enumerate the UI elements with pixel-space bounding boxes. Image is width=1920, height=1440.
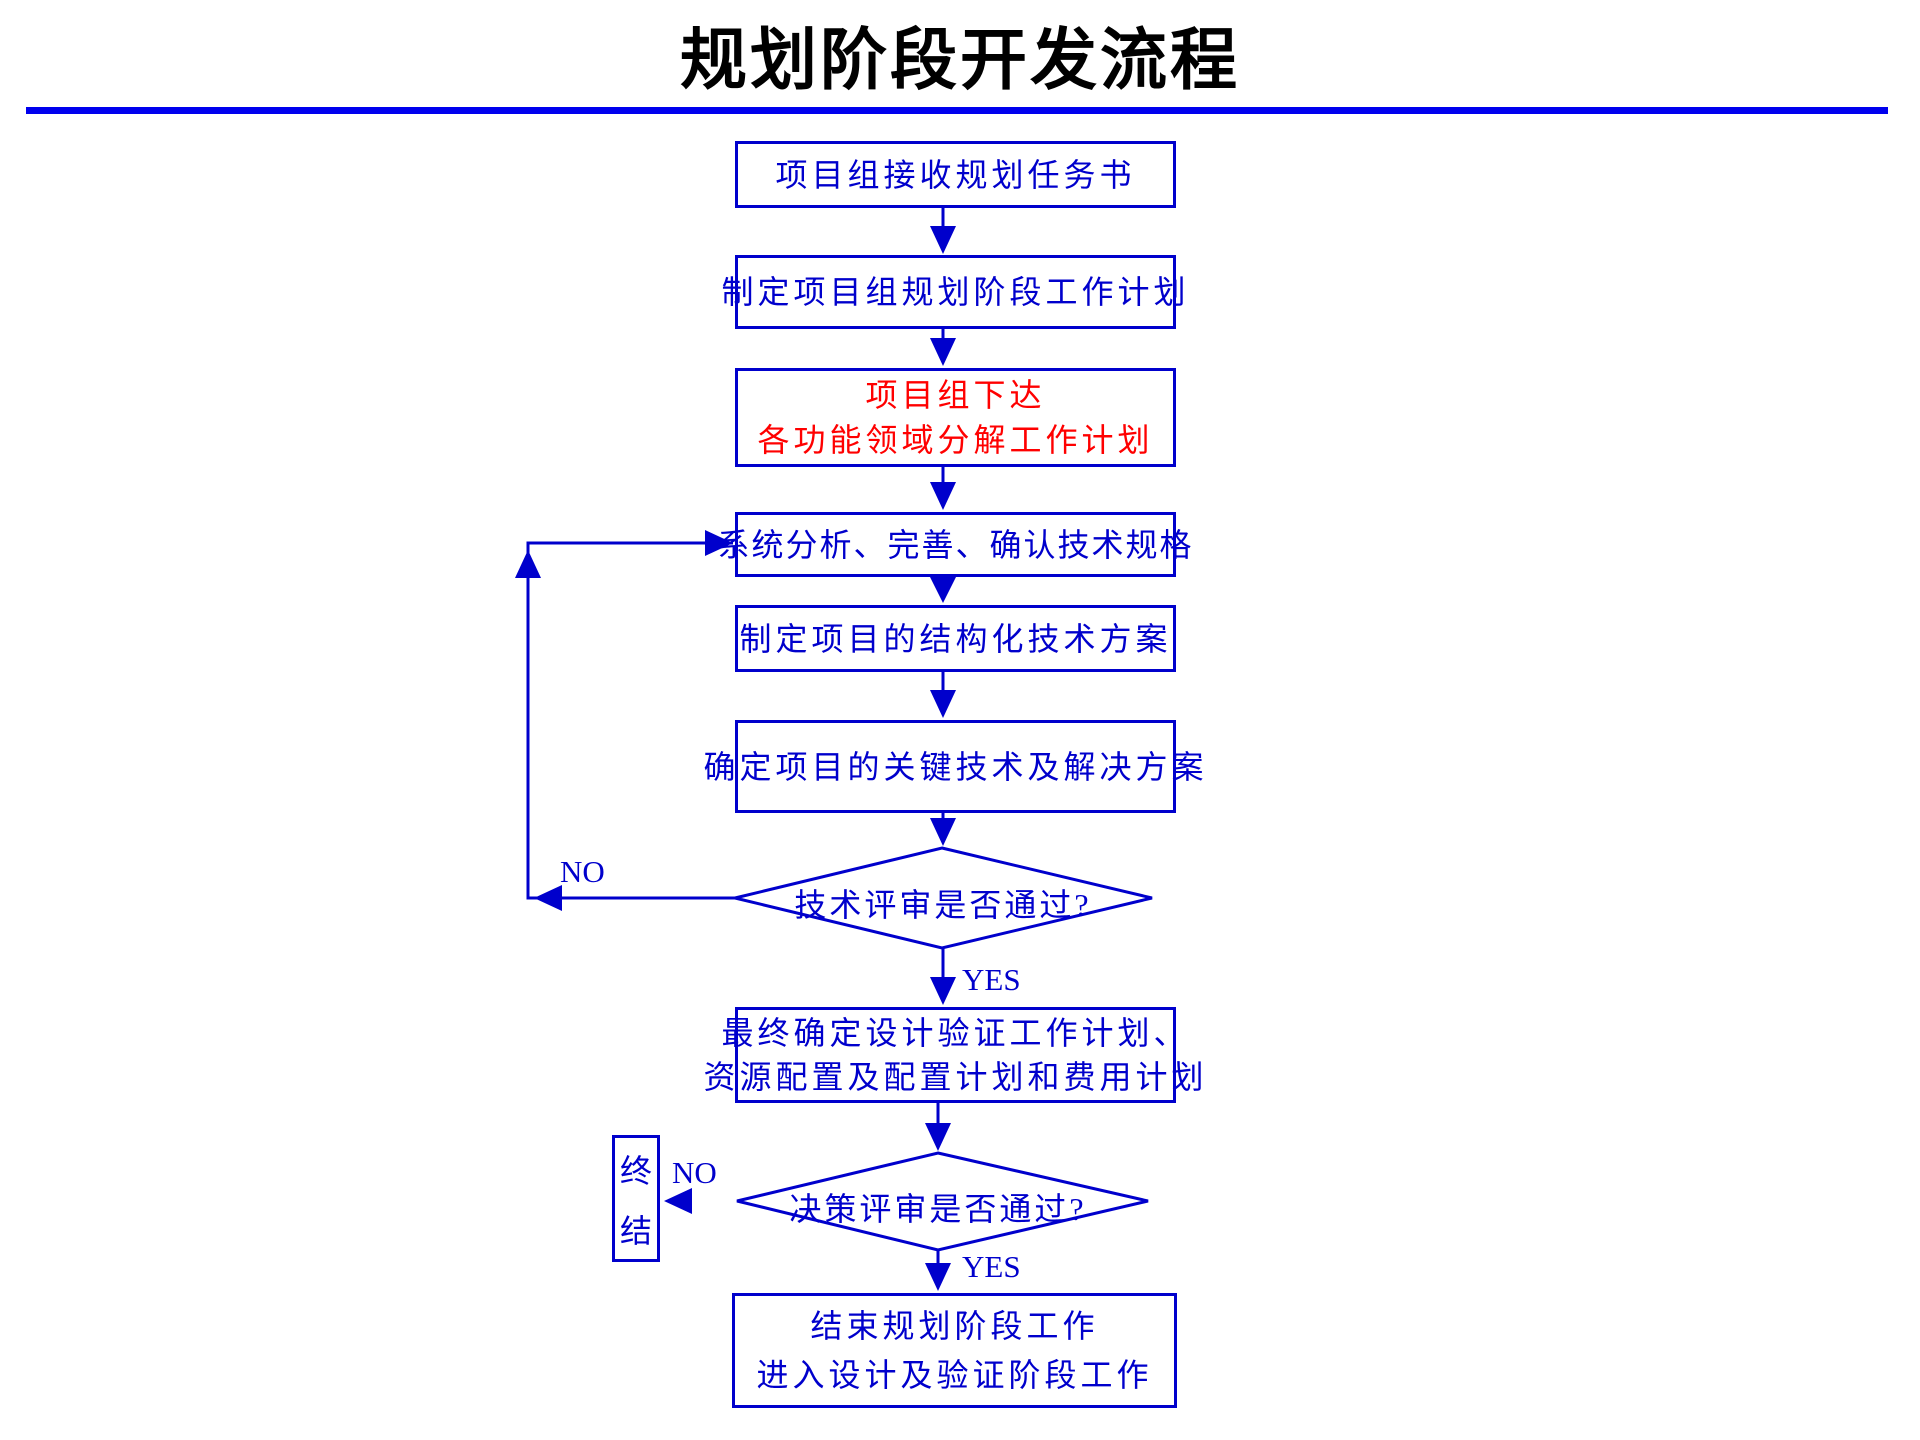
arrowhead-down-2 <box>930 338 956 366</box>
no-loop-line <box>526 541 735 900</box>
decision-2-label: 决策评审是否通过? <box>789 1191 1087 1227</box>
no-label-1: NO <box>560 854 605 889</box>
yes-label-1: YES <box>962 962 1021 997</box>
flow-step-label: 确定项目的关键技术及解决方案 <box>703 748 1208 785</box>
terminator-box: 终结 <box>612 1135 660 1262</box>
arrowhead-loop-up <box>515 550 541 578</box>
flow-step-finish-phase: 结束规划阶段工作 进入设计及验证阶段工作 <box>732 1293 1177 1408</box>
arrowhead-no-2 <box>664 1188 692 1214</box>
arrowhead-down-1 <box>930 226 956 254</box>
flow-step-structured-solution: 制定项目的结构化技术方案 <box>735 605 1176 672</box>
arrowhead-yes-2 <box>925 1263 951 1291</box>
flow-step-label-line2: 资源配置及配置计划和费用计划 <box>703 1058 1208 1095</box>
page-title: 规划阶段开发流程 <box>680 24 1240 98</box>
flow-step-label-line2: 进入设计及验证阶段工作 <box>756 1357 1153 1394</box>
flow-step-label-line1: 项目组下达 <box>865 377 1046 414</box>
flow-step-label-line1: 最终确定设计验证工作计划、 <box>721 1015 1190 1052</box>
arrowhead-yes-1 <box>930 977 956 1005</box>
arrowhead-down-4 <box>930 577 956 603</box>
flow-step-receive-task: 项目组接收规划任务书 <box>735 141 1176 208</box>
no-label-2: NO <box>672 1155 717 1190</box>
flow-step-system-analysis: 系统分析、完善、确认技术规格 <box>718 512 1192 577</box>
flow-step-label-line1: 结束规划阶段工作 <box>810 1307 1099 1344</box>
decision-1-label: 技术评审是否通过? <box>794 887 1092 923</box>
flow-step-label: 制定项目的结构化技术方案 <box>739 620 1172 657</box>
flow-step-label-line2: 各功能领域分解工作计划 <box>757 421 1154 458</box>
arrowhead-down-7 <box>925 1123 951 1151</box>
yes-label-2: YES <box>962 1249 1021 1284</box>
title-divider <box>26 107 1888 114</box>
flow-step-final-plans: 最终确定设计验证工作计划、 资源配置及配置计划和费用计划 <box>704 1007 1204 1103</box>
arrowhead-no-left <box>534 885 562 911</box>
arrowhead-down-5 <box>930 690 956 718</box>
arrowhead-down-3 <box>930 482 956 510</box>
arrowhead-loop-right <box>705 530 733 556</box>
flow-step-label: 制定项目组规划阶段工作计划 <box>721 274 1190 310</box>
flow-step-label: 项目组接收规划任务书 <box>775 156 1136 193</box>
decision-2-diamond <box>736 1151 1149 1252</box>
decision-1-diamond <box>734 846 1153 950</box>
arrowhead-down-6 <box>930 818 956 846</box>
flow-step-label: 系统分析、完善、确认技术规格 <box>717 526 1194 563</box>
flow-step-key-technology: 确定项目的关键技术及解决方案 <box>704 720 1204 813</box>
flow-step-make-plan: 制定项目组规划阶段工作计划 <box>722 255 1186 329</box>
flow-step-assign-plans: 项目组下达 各功能领域分解工作计划 <box>735 368 1176 467</box>
